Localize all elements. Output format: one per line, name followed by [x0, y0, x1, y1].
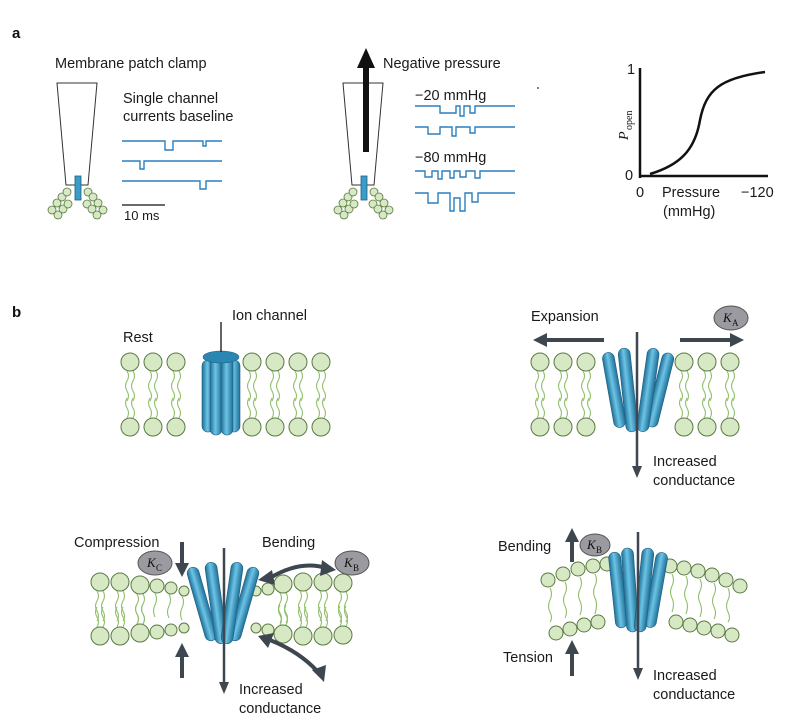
stray-dot: [537, 87, 539, 89]
popen-y-sub: open: [624, 111, 635, 130]
compression-membrane: [90, 572, 353, 646]
popen-x-tick-left: 0: [636, 185, 644, 201]
expansion-arrows: [533, 333, 744, 347]
bending-left-label: Bending: [262, 535, 315, 551]
tension-arrows: [565, 528, 579, 676]
tension-label: Tension: [503, 650, 553, 666]
kc-symbol: K: [146, 555, 157, 570]
panel-a-label: a: [12, 25, 21, 42]
conductance-arrowhead-2: [219, 682, 229, 694]
conductance-label-2: conductance: [239, 701, 321, 717]
ion-channel-compression: [186, 562, 260, 644]
popen-x-label-line2: (mmHg): [663, 204, 715, 220]
increased-label-2: Increased: [239, 682, 303, 698]
conductance-arrowhead-1: [632, 466, 642, 478]
popen-y-axis-label: P open: [617, 111, 635, 141]
conductance-label-1: conductance: [653, 473, 735, 489]
baseline-traces: [122, 140, 222, 190]
ka-badge: [713, 305, 749, 331]
popen-y-main: P: [617, 131, 632, 141]
kb2-symbol: K: [586, 537, 597, 552]
expansion-label: Expansion: [531, 309, 599, 325]
popen-y-tick-bottom: 0: [625, 168, 633, 184]
negative-pressure-arrow: [357, 48, 375, 152]
patch-pipette-left: [47, 82, 108, 220]
increased-label-1: Increased: [653, 454, 717, 470]
increased-label-3: Increased: [653, 668, 717, 684]
kb-symbol: K: [343, 555, 354, 570]
patch-clamp-title: Membrane patch clamp: [55, 56, 207, 72]
bending-arrows-left: [258, 560, 336, 682]
popen-graph: [638, 68, 768, 178]
rest-label: Rest: [123, 330, 153, 346]
baseline-line2: currents baseline: [123, 109, 233, 125]
kb-sub: B: [353, 563, 359, 573]
kb2-sub: B: [596, 545, 602, 555]
pressure-20-label: −20 mmHg: [415, 88, 486, 104]
kc-sub: C: [156, 563, 162, 573]
pressure-traces: [415, 105, 515, 212]
baseline-line1: Single channel: [123, 91, 218, 107]
kb-badge: [334, 550, 370, 576]
conductance-label-3: conductance: [653, 687, 735, 703]
popen-y-tick-top: 1: [627, 62, 635, 78]
negative-pressure-label: Negative pressure: [383, 56, 501, 72]
ion-channel-expansion: [602, 347, 675, 433]
popen-x-label-line1: Pressure: [662, 185, 720, 201]
patch-pipette-right: [333, 82, 394, 220]
conductance-arrowhead-3: [633, 668, 643, 680]
ka-sub: A: [732, 318, 739, 328]
ka-symbol: K: [722, 310, 733, 325]
ion-channel-label: Ion channel: [232, 308, 307, 324]
scale-bar-label: 10 ms: [124, 208, 160, 223]
kc-badge: [137, 550, 173, 576]
pressure-80-label: −80 mmHg: [415, 150, 486, 166]
ion-channel-rest: [201, 350, 241, 436]
compression-label: Compression: [74, 535, 159, 551]
compression-arrows: [175, 542, 189, 678]
panel-b-label: b: [12, 304, 21, 321]
kb2-badge: [579, 533, 611, 557]
bending-right-label: Bending: [498, 539, 551, 555]
popen-x-tick-right: −120: [741, 185, 774, 201]
